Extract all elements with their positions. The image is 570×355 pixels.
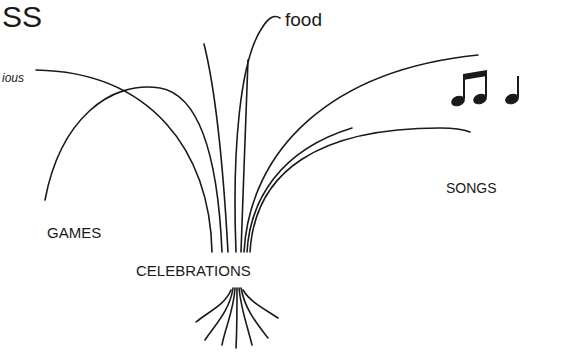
branch-label: food <box>283 9 324 31</box>
music-notes <box>450 70 519 107</box>
cut-label: ious <box>0 72 26 86</box>
page-title: SS <box>0 0 44 35</box>
branch-label: GAMES <box>45 224 103 241</box>
trunk-label: CELEBRATIONS <box>134 262 253 279</box>
branch-label: SONGS <box>444 180 499 196</box>
